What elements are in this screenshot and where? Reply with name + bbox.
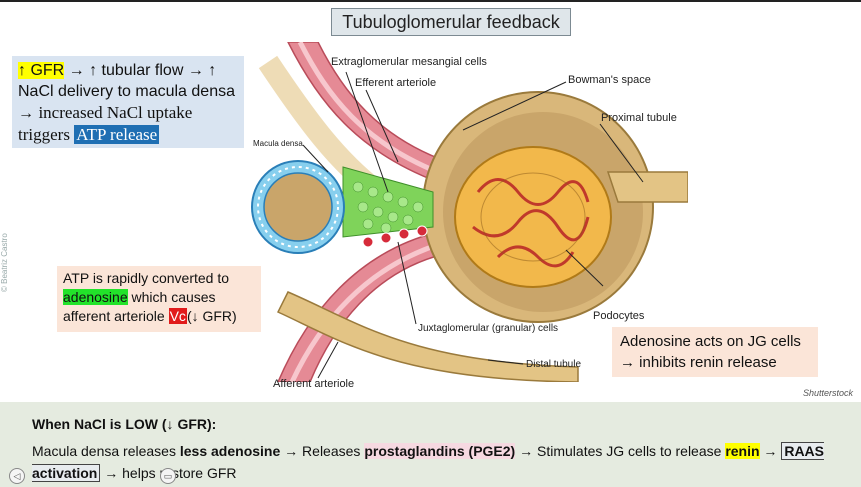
pge2-highlight: prostaglandins (PGE2) (364, 443, 516, 459)
label-podocytes: Podocytes (593, 310, 645, 322)
label-efferent: Efferent arteriole (355, 77, 437, 89)
atp-release-highlight: ATP release (74, 125, 160, 144)
label-macula: Macula densa (253, 139, 303, 148)
label-afferent: Afferent arteriole (273, 378, 355, 390)
label-proximal: Proximal tubule (601, 112, 677, 124)
vasoconstriction-highlight: Vc (168, 308, 187, 324)
low-nacl-heading: When NaCl is LOW (↓ GFR): (32, 416, 217, 432)
watermark-side: © Beatriz Castro (0, 233, 9, 292)
distal-tubule-shape (276, 291, 579, 382)
prev-slide-icon[interactable]: ◁ (9, 468, 25, 484)
renin-highlight: renin (725, 443, 760, 459)
adenosine-highlight: adenosine (63, 289, 128, 305)
note-gfr-increase: ↑ GFR → ↑ tubular flow → ↑ NaCl delivery… (12, 56, 244, 148)
kidney-diagram (251, 42, 688, 382)
label-bowmans: Bowman's space (568, 74, 651, 86)
low-nacl-body: Macula densa releases less adenosine → R… (32, 442, 824, 482)
low-nacl-panel: When NaCl is LOW (↓ GFR): Macula densa r… (0, 402, 861, 487)
gfr-up-highlight: ↑ GFR (18, 62, 65, 79)
proximal-tubule-shape (606, 171, 688, 203)
label-distal: Distal tubule (526, 359, 582, 370)
note-adenosine-jg: Adenosine acts on JG cells → inhibits re… (612, 327, 818, 377)
label-juxtaglomerular: Juxtaglomerular (granular) cells (418, 323, 559, 334)
shutterstock-credit: Shutterstock (803, 388, 854, 398)
subtitles-icon[interactable]: ▭ (160, 468, 176, 484)
slide-title: Tubuloglomerular feedback (331, 8, 571, 36)
note-atp-conversion: ATP is rapidly converted to adenosine wh… (57, 266, 261, 332)
label-extraglomerular: Extraglomerular mesangial cells (331, 56, 487, 68)
